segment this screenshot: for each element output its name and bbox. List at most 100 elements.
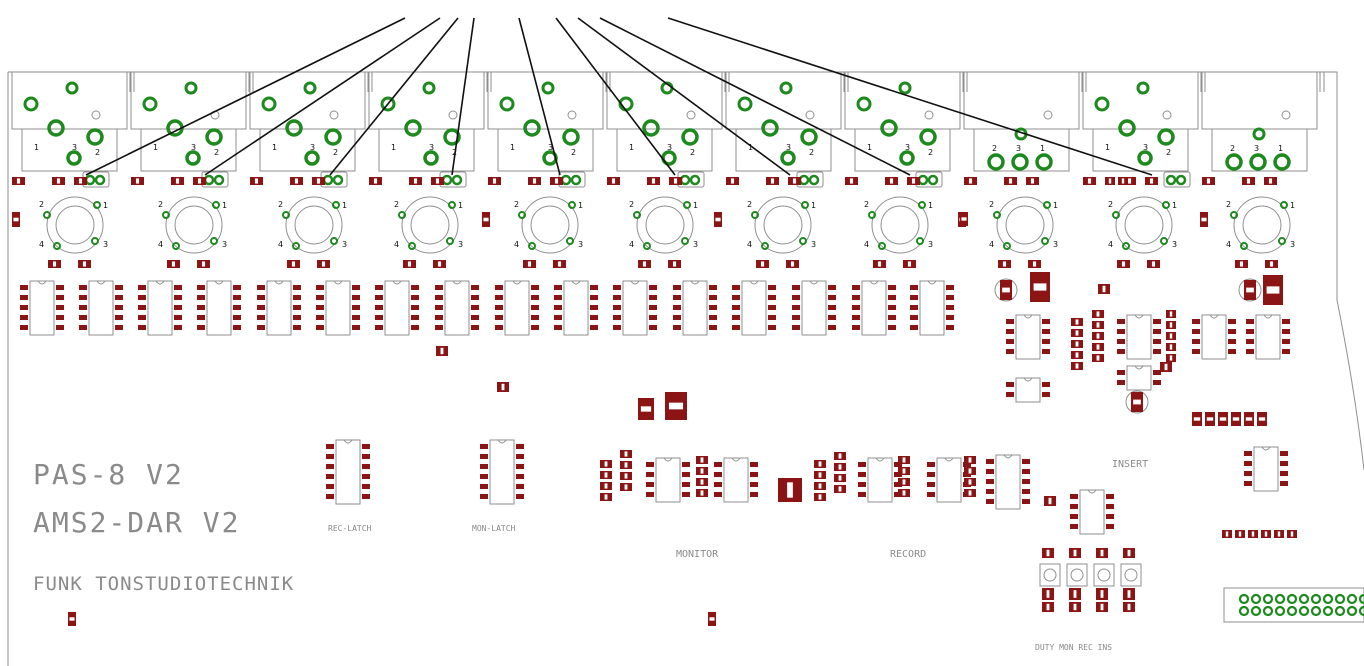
resistor [317,260,330,268]
pin-label: 2 [95,148,100,157]
pot-pin [1160,237,1168,245]
ic-pad [927,472,935,477]
leader-line-5 [518,17,561,176]
pot-pin-label: 3 [811,240,816,249]
ic-pad [115,305,123,310]
header-pin [1358,593,1364,605]
pot-pin-label: 1 [928,201,933,210]
opamp [1006,314,1050,360]
pot-pin [751,211,759,219]
pin-label: 1 [748,143,753,152]
pin-label: 2 [571,148,576,157]
ic-body [1015,314,1041,360]
pad-gap [838,464,842,470]
pad-gap [1033,283,1047,291]
ic-pad [750,472,758,477]
resistor [620,461,632,469]
pad-gap [1206,178,1211,184]
pad-gap [413,178,418,184]
ic-pad [316,315,324,320]
resistor [668,260,681,268]
ic-body [723,457,749,503]
ic-pad [709,285,717,290]
pad-gap [889,178,894,184]
tab-hole [23,96,39,112]
ic-pad [411,325,419,330]
monitor-ic [714,457,758,503]
ic-pad [646,492,654,497]
pin-label: 1 [272,143,277,152]
ic-pad [682,462,690,467]
jack-divider [367,72,373,92]
pad-gap [818,472,822,478]
resistor [1092,332,1104,340]
trimmer-wiper [1043,568,1057,582]
ic-pad [257,305,265,310]
ic-pad [1244,451,1252,456]
resistor [131,177,144,185]
ic-pad [768,285,776,290]
ic-pad [590,295,598,300]
header-pin [203,174,215,186]
ic-pad [115,325,123,330]
pot-pin-label: 3 [1172,240,1177,249]
pot-ring [165,196,223,254]
pot-pin-label: 2 [1226,200,1231,209]
ic-notch [630,280,640,285]
pad-gap [1032,261,1037,267]
ic-pad [375,315,383,320]
mount-hole [1162,110,1172,120]
ic-body [682,280,708,336]
jack-body [725,71,842,130]
ic-notch [1261,446,1271,451]
pad-gap [790,261,795,267]
pot-ring [521,196,579,254]
pad-gap [1201,217,1207,222]
resistor [197,260,210,268]
ic-body [655,457,681,503]
pin-hole [1157,128,1175,146]
transistor [436,346,448,356]
ic-pad [435,285,443,290]
resistor [431,177,444,185]
tab-hole [898,81,912,95]
ic-pad [480,464,488,469]
pot-knob [1242,205,1282,245]
pin-hole [761,119,779,137]
ic-pad [316,305,324,310]
pot-ring [871,196,929,254]
pad-gap [715,217,721,222]
ic-pad [56,305,64,310]
pad-gap [1268,178,1273,184]
resistor [1042,602,1054,612]
pot-pin-label: 3 [103,240,108,249]
pad-gap [961,217,967,221]
ic-pad [828,295,836,300]
ic-pad [894,462,902,467]
ic-pad [910,305,918,310]
pot-pin-label: 4 [989,240,994,249]
ic-pad [646,462,654,467]
resistor [1123,602,1135,612]
pin-label: 3 [786,143,791,152]
pot-pin [332,201,340,209]
trimmer-pad [1123,588,1135,600]
pot-pin [1278,237,1286,245]
pin-hole [523,119,541,137]
ic-notch [663,457,673,462]
cap-outline [1238,278,1262,302]
ic-pad [750,462,758,467]
tab-hole [541,81,555,95]
ic-pad [1006,329,1014,334]
pad-gap [624,462,628,468]
ic-pad [1246,319,1254,324]
ic-pad [1042,319,1050,324]
header-pin [808,174,820,186]
ic-pad [714,472,722,477]
opamp-8 [435,280,479,336]
pad-gap [201,261,206,267]
ic-pad [495,295,503,300]
resistor [696,467,708,475]
ic-pad [293,305,301,310]
resistor [726,177,739,185]
